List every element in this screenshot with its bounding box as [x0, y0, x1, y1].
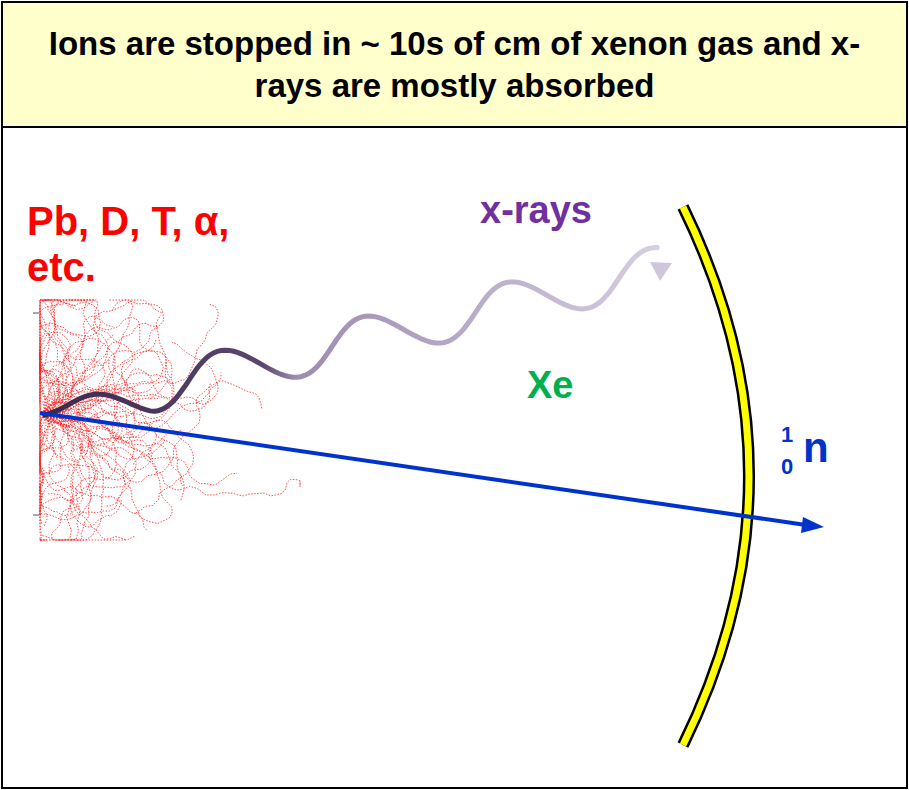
x-ray-wave: [45, 248, 657, 415]
ion-track: [40, 361, 69, 515]
chamber-wall: [683, 207, 749, 745]
mass-number: 1: [781, 423, 793, 447]
ion-track: [40, 300, 63, 416]
ion-track: [42, 300, 164, 415]
title-text: Ions are stopped in ~ 10s of cm of xenon…: [45, 23, 865, 107]
ion-track: [40, 414, 83, 540]
charge-number: 0: [781, 455, 793, 479]
ion-track: [40, 414, 64, 516]
tick-mark: [33, 515, 39, 516]
gas-label: Xe: [527, 363, 573, 407]
ion-track: [40, 414, 92, 520]
ion-track: [40, 414, 45, 475]
ion-species-label: Pb, D, T, α, etc.: [27, 198, 242, 290]
ion-track: [40, 414, 69, 512]
ion-track: [42, 414, 74, 540]
x-ray-arrowhead: [650, 262, 672, 281]
title-banner: Ions are stopped in ~ 10s of cm of xenon…: [1, 1, 908, 128]
wall-outline: [683, 207, 749, 745]
x-ray-label: x-rays: [480, 188, 592, 232]
ion-track: [42, 302, 162, 416]
ion-track: [42, 300, 98, 416]
tick-mark: [33, 313, 39, 314]
ion-track: [40, 414, 96, 540]
neutron-symbol: n: [803, 424, 829, 472]
neutron-path: [40, 413, 806, 525]
neutron-arrowhead: [801, 517, 824, 533]
